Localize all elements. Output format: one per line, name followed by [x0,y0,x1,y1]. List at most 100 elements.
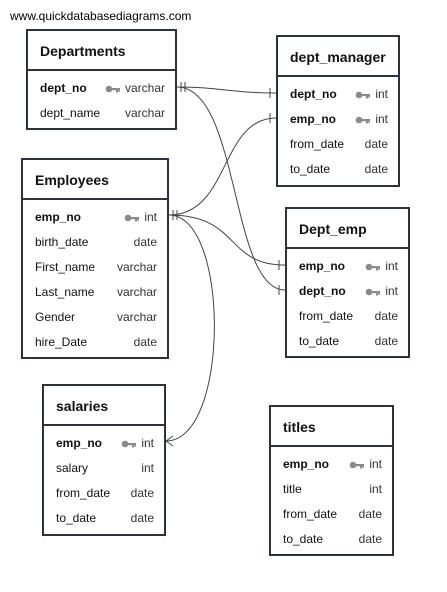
field-type: int [365,279,398,304]
field-name: hire_Date [35,335,88,349]
field-type: date [374,334,398,348]
field-name: from_date [283,507,338,521]
field-row[interactable]: dept_no int [287,279,408,304]
table-title: Dept_emp [287,209,408,249]
field-row[interactable]: emp_no int [287,254,408,279]
field-type: varchar [116,285,157,299]
key-icon [349,461,365,469]
field-name: birth_date [35,235,89,249]
field-type: varchar [124,106,165,120]
field-name: to_date [283,532,324,546]
field-type: date [130,511,154,525]
table-title: Employees [23,160,167,200]
relationship-departments-dept-emp [176,86,286,291]
field-type: int [349,452,382,477]
field-name: Last_name [35,285,95,299]
field-row[interactable]: First_name varchar [23,255,167,280]
field-name: to_date [290,162,331,176]
field-name: emp_no [299,259,346,273]
field-type: varchar [116,310,157,324]
field-row[interactable]: hire_Date date [23,330,167,355]
field-type: int [365,254,398,279]
key-icon [124,214,140,222]
field-row[interactable]: title int [271,477,392,502]
field-name: emp_no [290,112,337,126]
field-row[interactable]: birth_date date [23,230,167,255]
field-type: int [369,482,382,496]
field-row[interactable]: salary int [44,456,164,481]
field-type: date [358,532,382,546]
field-row[interactable]: from_date date [287,304,408,329]
field-row[interactable]: to_date date [44,506,164,531]
field-row[interactable]: from_date date [44,481,164,506]
field-name: emp_no [35,210,82,224]
field-name: to_date [56,511,97,525]
field-type: date [358,507,382,521]
field-name: emp_no [283,457,330,471]
table-title: Departments [28,31,175,71]
field-type: date [364,137,388,151]
relationship-marker [165,435,174,447]
field-type: int [124,205,157,230]
field-type: date [133,335,157,349]
table-title: titles [271,407,392,447]
field-type: date [130,486,154,500]
key-icon [355,116,371,124]
table-dept-manager[interactable]: dept_manager dept_no int emp_no int from… [276,35,400,187]
field-type: varchar [105,76,165,101]
key-icon [121,440,137,448]
field-name: emp_no [56,436,103,450]
key-icon [365,288,381,296]
field-name: to_date [299,334,340,348]
field-name: from_date [299,309,354,323]
relationship-employees-salaries [165,214,215,442]
field-name: title [283,482,302,496]
field-type: int [141,461,154,475]
field-name: from_date [290,137,345,151]
field-type: date [374,309,398,323]
field-row[interactable]: emp_no int [278,107,398,132]
field-type: date [364,162,388,176]
table-departments[interactable]: Departments dept_no varchar dept_name va… [26,29,177,130]
field-row[interactable]: Gender varchar [23,305,167,330]
field-row[interactable]: dept_no int [278,82,398,107]
field-name: dept_no [40,81,87,95]
field-type: int [355,82,388,107]
relationship-employees-dept-manager [168,117,277,216]
table-dept-emp[interactable]: Dept_emp emp_no int dept_no int from_dat… [285,207,410,358]
table-title: dept_manager [278,37,398,77]
field-row[interactable]: dept_name varchar [28,101,175,126]
table-title: salaries [44,386,164,426]
key-icon [105,85,121,93]
field-name: salary [56,461,89,475]
field-row[interactable]: to_date date [287,329,408,354]
field-name: dept_no [299,284,346,298]
field-row[interactable]: from_date date [271,502,392,527]
field-name: dept_name [40,106,101,120]
field-type: int [355,107,388,132]
field-row[interactable]: from_date date [278,132,398,157]
field-name: from_date [56,486,111,500]
field-name: First_name [35,260,96,274]
table-salaries[interactable]: salaries emp_no int salary int from_date… [42,384,166,536]
key-icon [355,91,371,99]
table-titles[interactable]: titles emp_no int title int from_date da… [269,405,394,556]
relationship-employees-dept-emp [168,214,286,266]
field-type: varchar [116,260,157,274]
relationship-departments-dept-manager [176,86,277,94]
key-icon [365,263,381,271]
field-row[interactable]: emp_no int [44,431,164,456]
field-row[interactable]: emp_no int [23,205,167,230]
field-type: date [133,235,157,249]
field-row[interactable]: to_date date [278,157,398,182]
field-row[interactable]: emp_no int [271,452,392,477]
table-employees[interactable]: Employees emp_no int birth_date date Fir… [21,158,169,359]
watermark: www.quickdatabasediagrams.com [10,9,192,23]
field-row[interactable]: to_date date [271,527,392,552]
field-type: int [121,431,154,456]
field-row[interactable]: Last_name varchar [23,280,167,305]
field-name: dept_no [290,87,337,101]
field-row[interactable]: dept_no varchar [28,76,175,101]
field-name: Gender [35,310,76,324]
